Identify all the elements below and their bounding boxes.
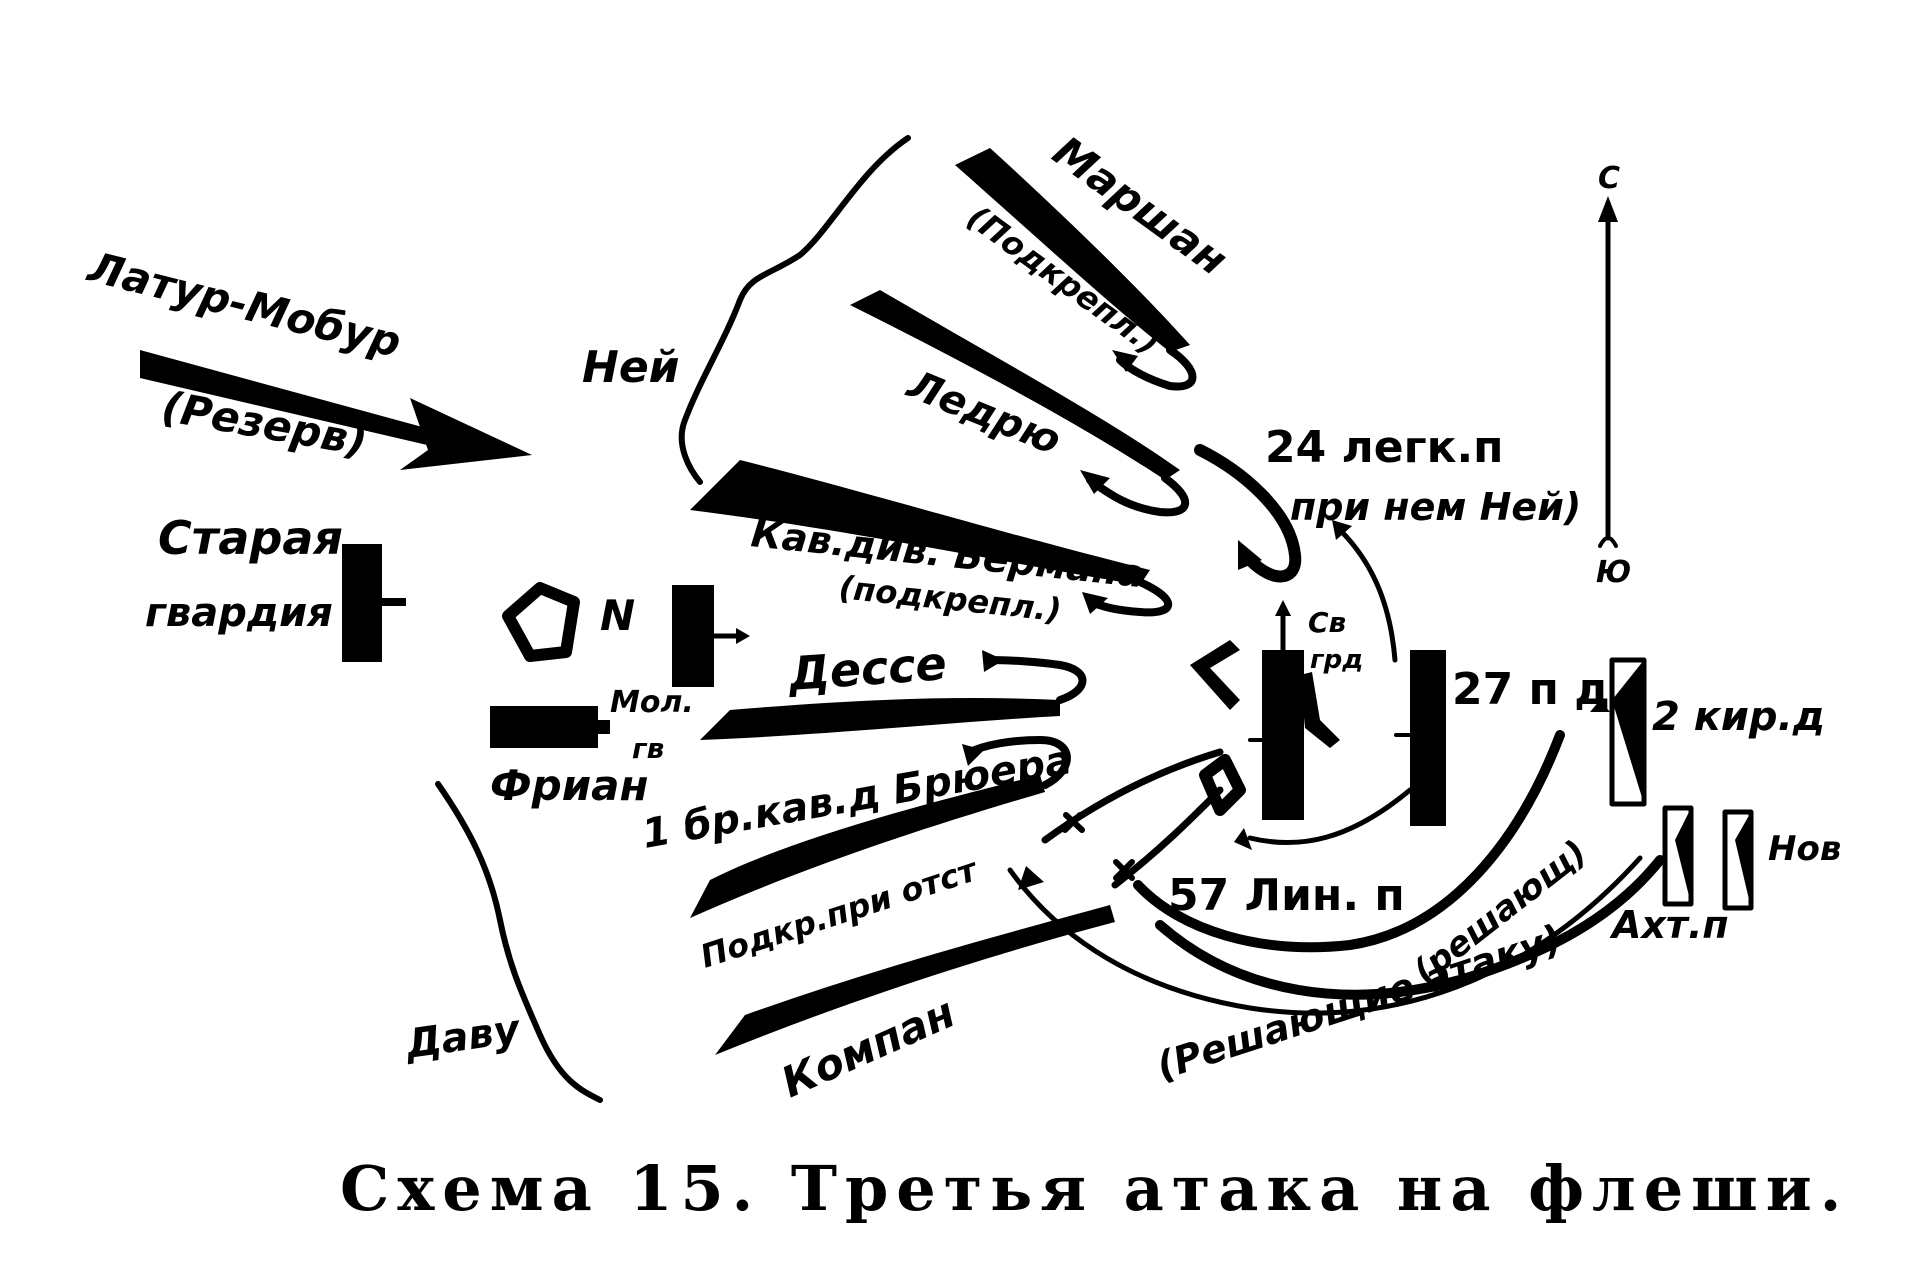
- latour-maubourg-label: Латур-Мобур: [82, 242, 406, 367]
- compass-north-label: С: [1598, 161, 1620, 196]
- ledru-label: Ледрю: [900, 361, 1067, 464]
- berman-cavalry-column: [690, 460, 1173, 617]
- napoleon-label: N: [600, 591, 635, 640]
- napoleon-position-icon: [502, 582, 580, 662]
- young-guard-block-horizontal: [490, 706, 598, 748]
- ney-with-label: при нем Ней): [1290, 485, 1581, 529]
- dessaix-column: [700, 650, 1087, 740]
- friant-label: Фриан: [490, 761, 649, 810]
- young-guard-label-line2: гв: [632, 732, 664, 765]
- figure-caption: Схема 15. Третья атака на флеши.: [340, 1152, 1849, 1225]
- retreat-line: [1007, 855, 1643, 1016]
- dessaix-label: Дессе: [785, 636, 948, 701]
- compass: С Ю: [1596, 161, 1631, 590]
- russian-counter-line-2: [1155, 855, 1665, 1000]
- akhtyrka-label: Ахт.п: [1609, 903, 1729, 947]
- compans-column: [715, 905, 1115, 1055]
- ney-label: Ней: [582, 342, 680, 393]
- 24th-regiment-hook: [1194, 444, 1302, 583]
- ravine-south: [435, 781, 603, 1103]
- old-guard-label-line1: Старая: [158, 511, 343, 565]
- composite-grenadiers-label-line1: Св: [1308, 606, 1346, 639]
- marchand-column: [955, 148, 1197, 391]
- davout-label: Даву: [401, 1006, 524, 1068]
- russian-27th-division-block: [1410, 650, 1446, 826]
- 24th-regiment-label: 24 легк.п: [1265, 422, 1504, 473]
- south-tail-icon: [1598, 536, 1618, 548]
- north-arrow-icon: [1598, 196, 1618, 222]
- fleches: [1190, 640, 1340, 816]
- young-guard-block-vertical: [672, 585, 714, 687]
- novgorod-label: Нов: [1768, 829, 1841, 869]
- composite-grenadiers-label-line2: грд: [1310, 645, 1363, 675]
- young-guard-label-line1: Мол.: [610, 685, 694, 720]
- 2nd-cuirassier-label: 2 кир.д: [1652, 694, 1825, 740]
- old-guard-label-line2: гвардия: [145, 590, 333, 636]
- 57th-regiment-label: 57 Лин. п: [1168, 870, 1405, 921]
- ravine-north: [678, 135, 911, 485]
- bruyere-cavalry-column: [690, 736, 1071, 918]
- ledru-column: [850, 290, 1189, 517]
- compass-south-label: Ю: [1596, 555, 1631, 590]
- russian-composite-grenadiers-block: [1262, 650, 1304, 820]
- old-guard-block: [342, 544, 382, 662]
- 27th-division-label: 27 п д: [1452, 664, 1610, 715]
- russian-counter-line-1: [1133, 730, 1565, 953]
- latour-maubourg-arrow: [140, 350, 532, 470]
